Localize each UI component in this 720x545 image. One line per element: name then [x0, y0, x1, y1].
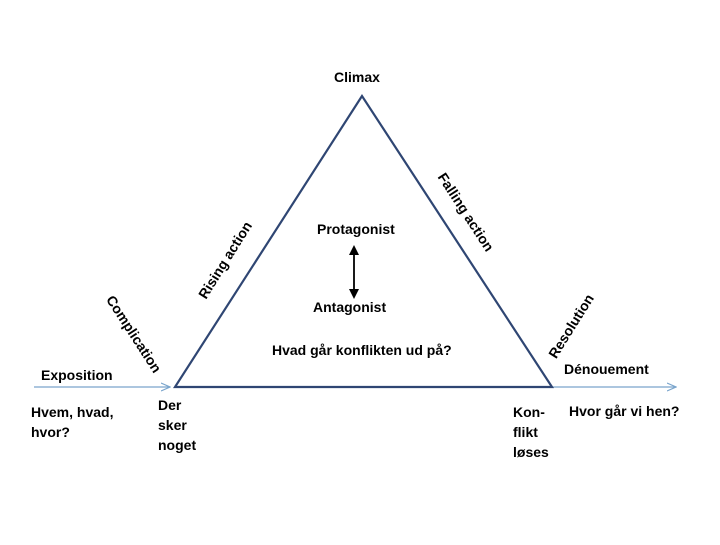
conflict-question: Hvad går konflikten ud på?	[272, 342, 452, 358]
protagonist-label: Protagonist	[317, 221, 395, 237]
exposition-label: Exposition	[41, 367, 113, 383]
denouement-question: Hvor går vi hen?	[569, 403, 680, 419]
exposition-question: Hvem, hvad, hvor?	[31, 404, 114, 440]
denouement-label: Dénouement	[564, 361, 649, 377]
antagonist-label: Antagonist	[313, 299, 387, 315]
resolution-note: Kon- flikt løses	[513, 404, 549, 460]
plot-triangle	[172, 93, 555, 389]
climax-label: Climax	[334, 69, 380, 85]
complication-note: Der sker noget	[158, 397, 197, 453]
